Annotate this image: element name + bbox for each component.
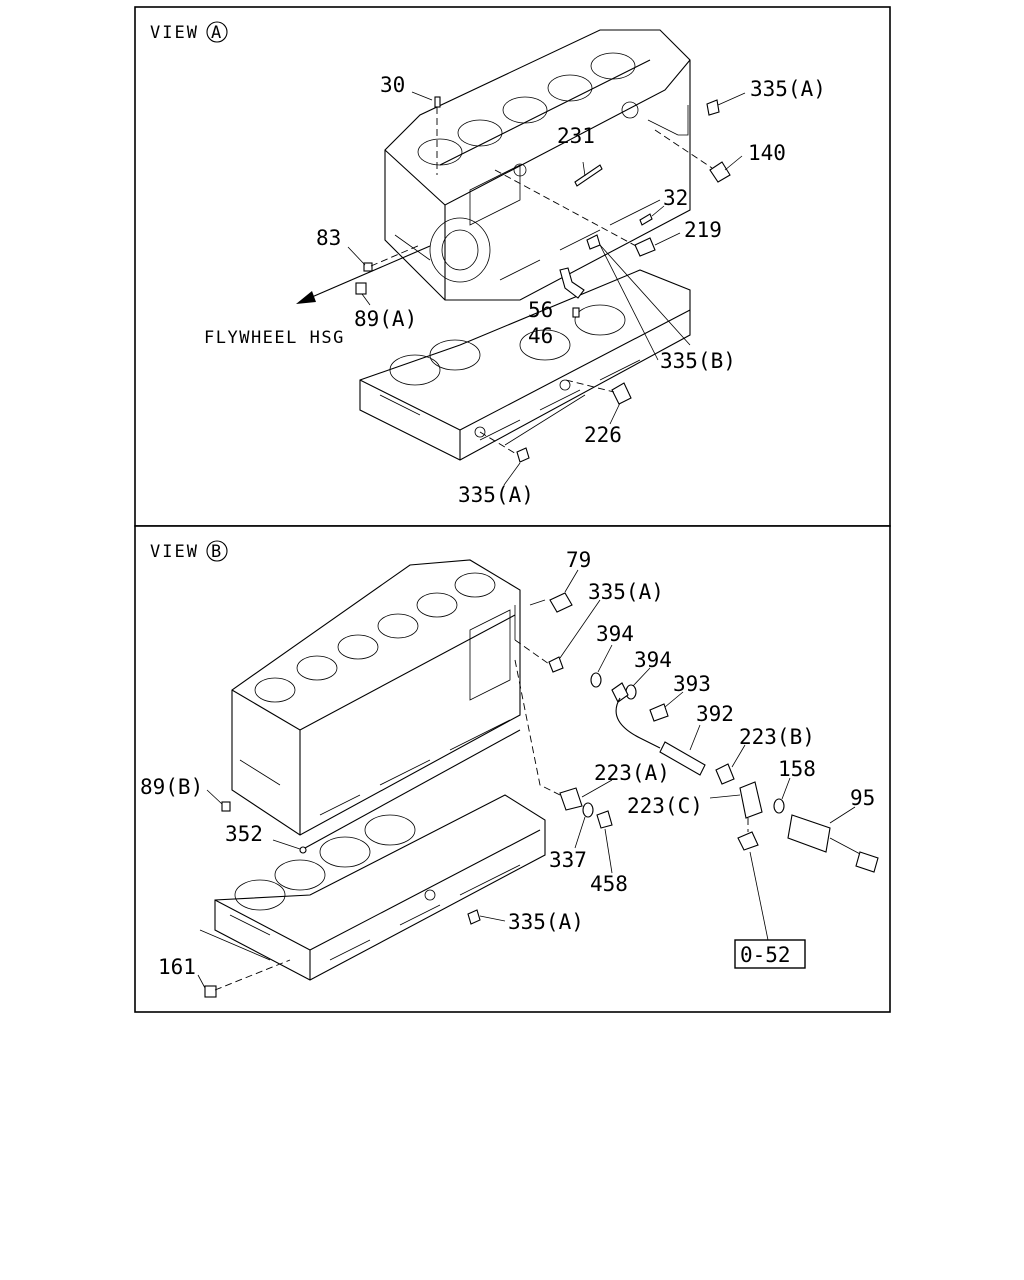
label-56: 56 xyxy=(528,298,553,322)
part-46 xyxy=(572,307,580,318)
view-b-title: VIEW xyxy=(150,542,199,562)
label-394-b: 394 xyxy=(634,648,672,672)
cylinder-block-upper-a xyxy=(384,29,691,301)
label-89a: 89(A) xyxy=(354,307,417,331)
part-335a-b2 xyxy=(467,909,481,925)
part-337 xyxy=(582,802,594,818)
view-b-panel: VIEW B xyxy=(134,525,891,1013)
cylinder-block-upper-b xyxy=(231,559,521,836)
view-b-marker-circle xyxy=(206,540,228,562)
flywheel-arrow-head xyxy=(296,291,316,304)
label-161: 161 xyxy=(158,955,196,979)
label-223c: 223(C) xyxy=(627,794,703,818)
view-a-title: VIEW xyxy=(150,23,199,43)
label-32: 32 xyxy=(663,186,688,210)
label-335a-top: 335(A) xyxy=(750,77,826,101)
part-335a-b1 xyxy=(548,656,564,673)
view-a-marker-circle xyxy=(206,21,228,43)
view-a-marker: A xyxy=(211,23,221,43)
part-219 xyxy=(634,237,656,257)
part-223c-washer xyxy=(737,831,759,851)
label-219: 219 xyxy=(684,218,722,242)
label-140: 140 xyxy=(748,141,786,165)
part-223b xyxy=(715,763,735,785)
part-223c xyxy=(739,781,763,819)
label-352: 352 xyxy=(225,822,263,846)
label-223b: 223(B) xyxy=(739,725,815,749)
part-231 xyxy=(574,164,603,187)
leaders-view-a xyxy=(347,91,746,486)
part-393 xyxy=(649,703,669,722)
label-335a-b1: 335(A) xyxy=(588,580,664,604)
label-95: 95 xyxy=(850,786,875,810)
label-231: 231 xyxy=(557,124,595,148)
crankcase-lower-b xyxy=(214,794,546,981)
part-392 xyxy=(659,741,706,776)
part-335a-top xyxy=(706,99,720,116)
part-pipe xyxy=(615,697,661,749)
view-b-marker: B xyxy=(211,542,221,562)
label-392: 392 xyxy=(696,702,734,726)
part-140 xyxy=(709,161,731,183)
part-30 xyxy=(434,96,441,108)
part-161 xyxy=(204,985,217,998)
part-89a xyxy=(355,282,367,295)
part-458 xyxy=(596,810,613,829)
label-335a-bottom: 335(A) xyxy=(458,483,534,507)
part-83 xyxy=(363,262,373,272)
leaders-view-b xyxy=(197,569,856,989)
part-32 xyxy=(639,213,653,226)
part-223a xyxy=(559,787,583,811)
label-79: 79 xyxy=(566,548,591,572)
part-95 xyxy=(787,814,831,853)
part-95-connector xyxy=(855,851,879,873)
parts-view-a xyxy=(296,96,731,463)
crankcase-lower-a xyxy=(359,269,691,461)
label-458: 458 xyxy=(590,872,628,896)
labels-view-a: 30 335(A) 231 140 32 219 83 89(A) 56 46 … xyxy=(204,73,826,507)
part-352-rod xyxy=(304,729,521,849)
part-394-b xyxy=(625,684,637,700)
flywheel-direction-arrow xyxy=(304,245,431,301)
ref-box-0-52 xyxy=(734,939,806,969)
part-394-a xyxy=(590,672,602,688)
label-337: 337 xyxy=(549,848,587,872)
part-226 xyxy=(611,382,632,405)
label-158: 158 xyxy=(778,757,816,781)
label-335a-b2: 335(A) xyxy=(508,910,584,934)
flywheel-hsg-note: FLYWHEEL HSG xyxy=(204,328,345,348)
part-335a-bottom xyxy=(516,447,530,463)
label-89b: 89(B) xyxy=(140,775,203,799)
label-83: 83 xyxy=(316,226,341,250)
part-158 xyxy=(773,798,785,814)
label-223a: 223(A) xyxy=(594,761,670,785)
parts-view-b xyxy=(199,592,879,998)
part-pipe-fitting xyxy=(611,682,629,703)
label-226: 226 xyxy=(584,423,622,447)
view-a-panel: VIEW A xyxy=(134,6,891,527)
ref-box-label: 0-52 xyxy=(740,943,791,967)
label-394-a: 394 xyxy=(596,622,634,646)
label-393: 393 xyxy=(673,672,711,696)
part-56-bracket xyxy=(559,267,585,299)
part-79 xyxy=(549,592,573,613)
part-89b xyxy=(221,801,231,812)
label-335b: 335(B) xyxy=(660,349,736,373)
label-30: 30 xyxy=(380,73,405,97)
labels-view-b: 79 335(A) 394 394 393 392 223(B) 158 95 … xyxy=(140,548,875,979)
label-46: 46 xyxy=(528,324,553,348)
